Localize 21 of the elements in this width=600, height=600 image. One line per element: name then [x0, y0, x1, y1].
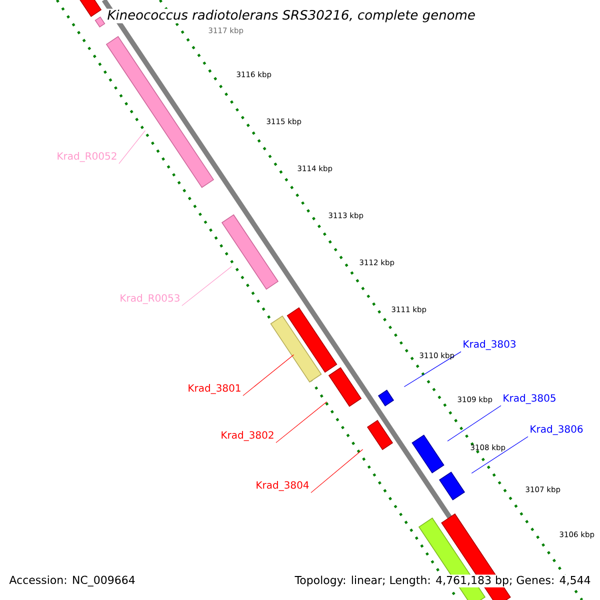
accession-text: Accession: NC_009664 [9, 576, 135, 586]
gene-label: Krad_R0052 [58, 152, 116, 162]
genome-info-text: Topology: linear; Length: 4,761,183 bp; Genes: 4,544 [294, 574, 592, 588]
gene-bar [412, 434, 444, 474]
gene-bar [286, 307, 338, 373]
gene-label: Krad_3806 [530, 425, 583, 435]
gene-label: Krad_3801 [188, 384, 240, 394]
leader-line [276, 401, 328, 443]
leader-line [404, 351, 462, 388]
leader-line [310, 449, 364, 493]
leader-line [447, 405, 502, 442]
leader-line [118, 130, 146, 164]
gene-label: Krad_3803 [464, 340, 516, 350]
title: Kineococcus radiotolerans SRS30216, complete genome [106, 8, 476, 24]
gene-label: Krad_R0053 [120, 294, 180, 304]
leader-line [182, 266, 232, 306]
leader-line [471, 436, 528, 474]
gene-label: Krad_3802 [222, 431, 274, 441]
gene-label: Krad_3804 [256, 481, 309, 491]
gene-label: Krad_3805 [504, 394, 556, 404]
leader-line [242, 354, 294, 396]
